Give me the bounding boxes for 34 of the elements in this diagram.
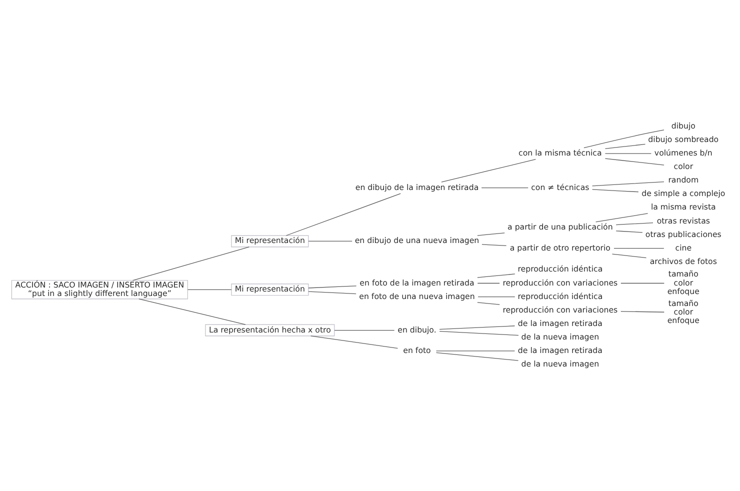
connector — [604, 144, 646, 150]
connector — [308, 291, 356, 294]
connector — [436, 352, 519, 361]
connector — [592, 189, 639, 192]
connector — [620, 311, 664, 312]
connector — [334, 330, 395, 331]
connector — [604, 153, 652, 154]
connector — [584, 130, 664, 148]
connector — [308, 240, 352, 242]
connector — [478, 296, 516, 298]
connector — [439, 331, 519, 336]
connector — [439, 326, 516, 330]
connector — [477, 232, 505, 236]
connector — [612, 254, 647, 258]
connector — [616, 230, 643, 233]
connector — [481, 187, 528, 188]
connector — [132, 246, 250, 281]
connector — [138, 298, 246, 325]
connector — [482, 244, 507, 246]
connector — [592, 181, 664, 186]
connector — [477, 302, 500, 305]
connector — [477, 274, 516, 278]
connector — [286, 193, 401, 236]
connector — [310, 336, 398, 349]
connector — [620, 282, 664, 284]
connector — [616, 222, 654, 226]
connector — [187, 289, 232, 290]
connector — [436, 350, 516, 352]
connector — [604, 158, 664, 166]
connector — [614, 248, 664, 249]
connector — [441, 159, 536, 182]
connector — [595, 213, 648, 222]
connector — [308, 286, 357, 288]
connector — [477, 282, 500, 284]
